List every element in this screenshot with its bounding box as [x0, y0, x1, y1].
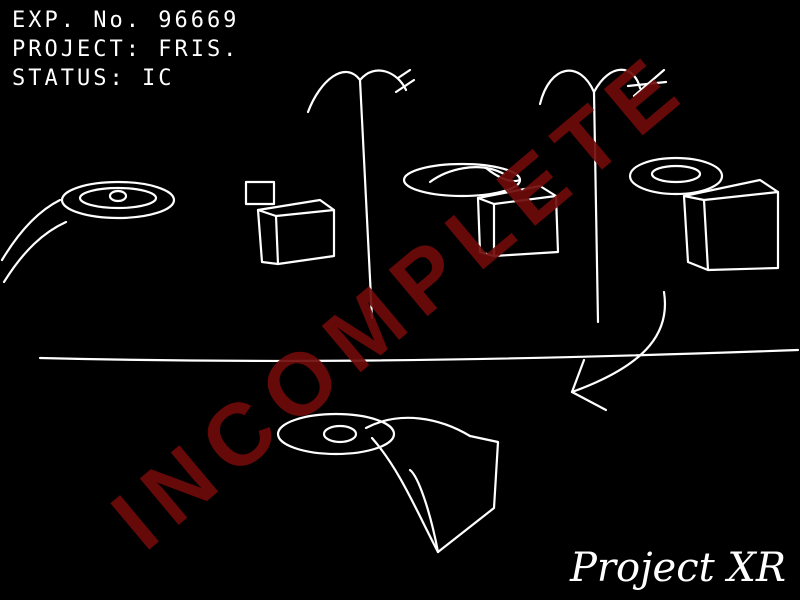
ground-line	[40, 350, 798, 361]
exp-number-text: EXP. No. 96669	[12, 6, 239, 35]
disc-sketch-3	[630, 158, 778, 270]
arrow-sketch-3	[572, 292, 665, 410]
disc-sketch-1	[62, 182, 174, 218]
cube-sketch-1	[246, 182, 334, 264]
project-text: PROJECT: FRIS.	[12, 35, 239, 64]
motion-line	[4, 222, 66, 282]
status-text: STATUS: IC	[12, 64, 239, 93]
experiment-header: EXP. No. 96669 PROJECT: FRIS. STATUS: IC	[12, 6, 239, 93]
signature-text: Project XR	[570, 544, 786, 592]
